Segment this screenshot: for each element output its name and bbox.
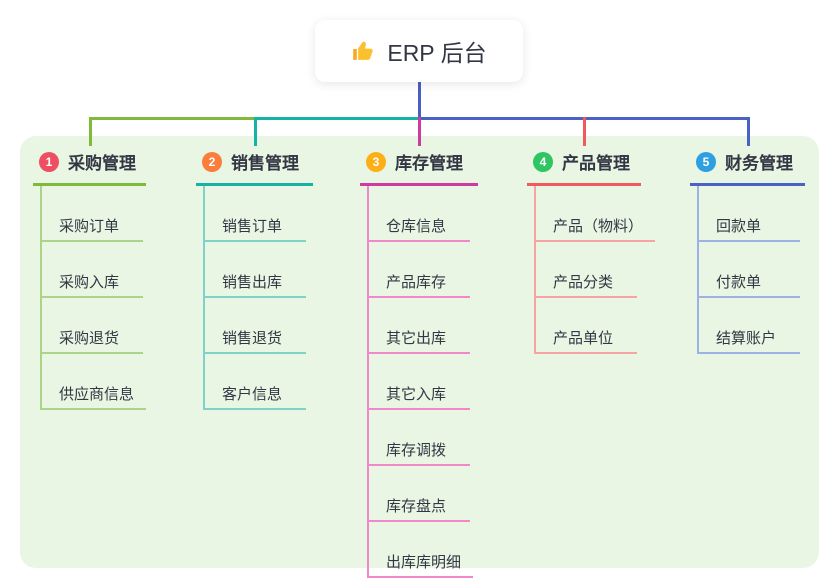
branch-index-badge: 3: [366, 151, 386, 172]
branch: 1 采购管理 采购订单采购入库采购退货供应商信息: [33, 146, 147, 410]
child-node[interactable]: 其它入库: [369, 354, 470, 410]
branch-label: 采购管理: [68, 154, 136, 173]
child-node[interactable]: 销售退货: [205, 298, 306, 354]
branch-index-badge: 5: [696, 151, 716, 172]
root-node[interactable]: ERP 后台: [315, 20, 523, 82]
child-node[interactable]: 其它出库: [369, 298, 470, 354]
child-node[interactable]: 回款单: [699, 186, 800, 242]
branch: 2 销售管理 销售订单销售出库销售退货客户信息: [196, 146, 313, 410]
branch-header[interactable]: 5 财务管理: [690, 146, 805, 186]
child-node[interactable]: 库存调拨: [369, 410, 470, 466]
child-node[interactable]: 产品（物料）: [536, 186, 656, 242]
connector-line: [254, 117, 257, 146]
child-node[interactable]: 产品分类: [536, 242, 637, 298]
branch: 5 财务管理 回款单付款单结算账户: [690, 146, 805, 354]
child-node[interactable]: 客户信息: [205, 354, 306, 410]
branch-header[interactable]: 1 采购管理: [33, 146, 146, 186]
branch-header[interactable]: 2 销售管理: [196, 146, 313, 186]
child-node[interactable]: 销售订单: [205, 186, 306, 242]
branch-header[interactable]: 3 库存管理: [360, 146, 478, 186]
branch: 4 产品管理 产品（物料）产品分类产品单位: [527, 146, 656, 354]
child-node[interactable]: 销售出库: [205, 242, 306, 298]
branch-children: 产品（物料）产品分类产品单位: [534, 186, 656, 354]
thumbs-up-icon: [351, 38, 377, 64]
child-node[interactable]: 出库库明细: [369, 522, 474, 578]
child-node[interactable]: 采购入库: [42, 242, 143, 298]
branch-children: 销售订单销售出库销售退货客户信息: [203, 186, 306, 410]
connector-line: [89, 117, 254, 120]
branch-children: 回款单付款单结算账户: [697, 186, 800, 354]
child-node[interactable]: 产品单位: [536, 298, 637, 354]
branch-index-badge: 4: [533, 151, 553, 172]
branch-header[interactable]: 4 产品管理: [527, 146, 641, 186]
branch-label: 库存管理: [395, 154, 463, 173]
child-node[interactable]: 仓库信息: [369, 186, 470, 242]
connector-line: [747, 117, 750, 146]
branch-label: 财务管理: [725, 154, 793, 173]
connector-line: [583, 117, 586, 146]
branch-children: 仓库信息产品库存其它出库其它入库库存调拨库存盘点出库库明细: [367, 186, 474, 578]
child-node[interactable]: 结算账户: [699, 298, 800, 354]
branch: 3 库存管理 仓库信息产品库存其它出库其它入库库存调拨库存盘点出库库明细: [360, 146, 478, 578]
child-node[interactable]: 采购订单: [42, 186, 143, 242]
branch-index-badge: 2: [202, 151, 222, 172]
connector-line: [254, 117, 418, 120]
child-node[interactable]: 库存盘点: [369, 466, 470, 522]
child-node[interactable]: 供应商信息: [42, 354, 147, 410]
branch-children: 采购订单采购入库采购退货供应商信息: [40, 186, 147, 410]
branch-label: 产品管理: [562, 154, 630, 173]
connector-line: [418, 82, 421, 120]
branch-label: 销售管理: [231, 154, 299, 173]
connector-line: [89, 117, 92, 146]
branch-index-badge: 1: [39, 151, 59, 172]
child-node[interactable]: 付款单: [699, 242, 800, 298]
root-title: ERP 后台: [387, 40, 487, 66]
child-node[interactable]: 产品库存: [369, 242, 470, 298]
child-node[interactable]: 采购退货: [42, 298, 143, 354]
connector-line: [418, 117, 421, 146]
